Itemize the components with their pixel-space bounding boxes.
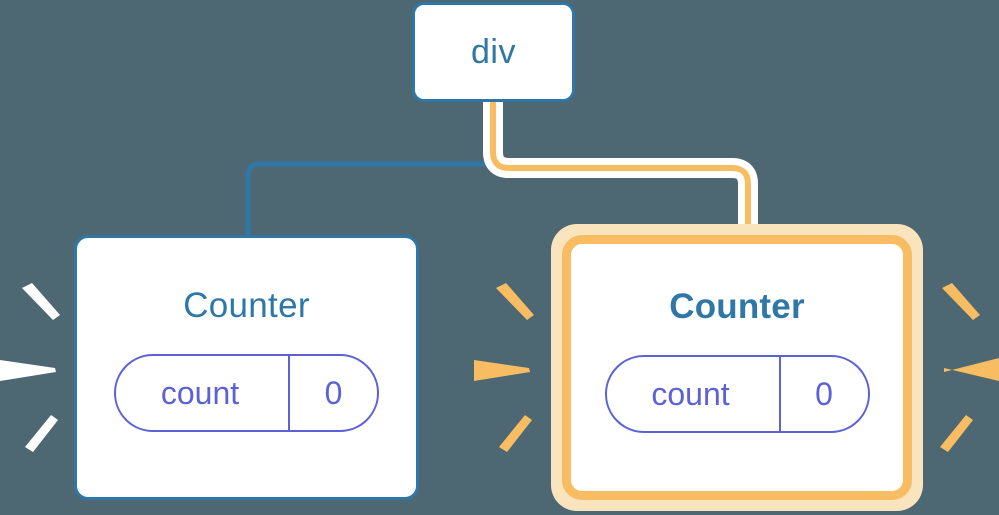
edge-div-to-right-counter xyxy=(490,102,751,240)
node-counter-right-label: Counter xyxy=(669,287,805,326)
node-counter-left[interactable]: Counter count 0 xyxy=(74,235,419,500)
node-div[interactable]: div xyxy=(412,2,575,102)
node-counter-right[interactable]: Counter count 0 xyxy=(551,224,923,511)
state-value-left: 0 xyxy=(288,356,377,430)
state-value-right: 0 xyxy=(778,357,868,431)
state-key-left: count xyxy=(160,375,240,411)
edge-div-to-left-counter xyxy=(245,102,496,237)
node-counter-right-body: Counter count 0 xyxy=(562,235,912,500)
node-counter-left-label: Counter xyxy=(183,286,310,325)
state-pill-left: count 0 xyxy=(114,354,379,432)
state-key-right: count xyxy=(651,376,730,412)
state-pill-right: count 0 xyxy=(604,355,870,433)
node-div-label: div xyxy=(471,33,516,71)
